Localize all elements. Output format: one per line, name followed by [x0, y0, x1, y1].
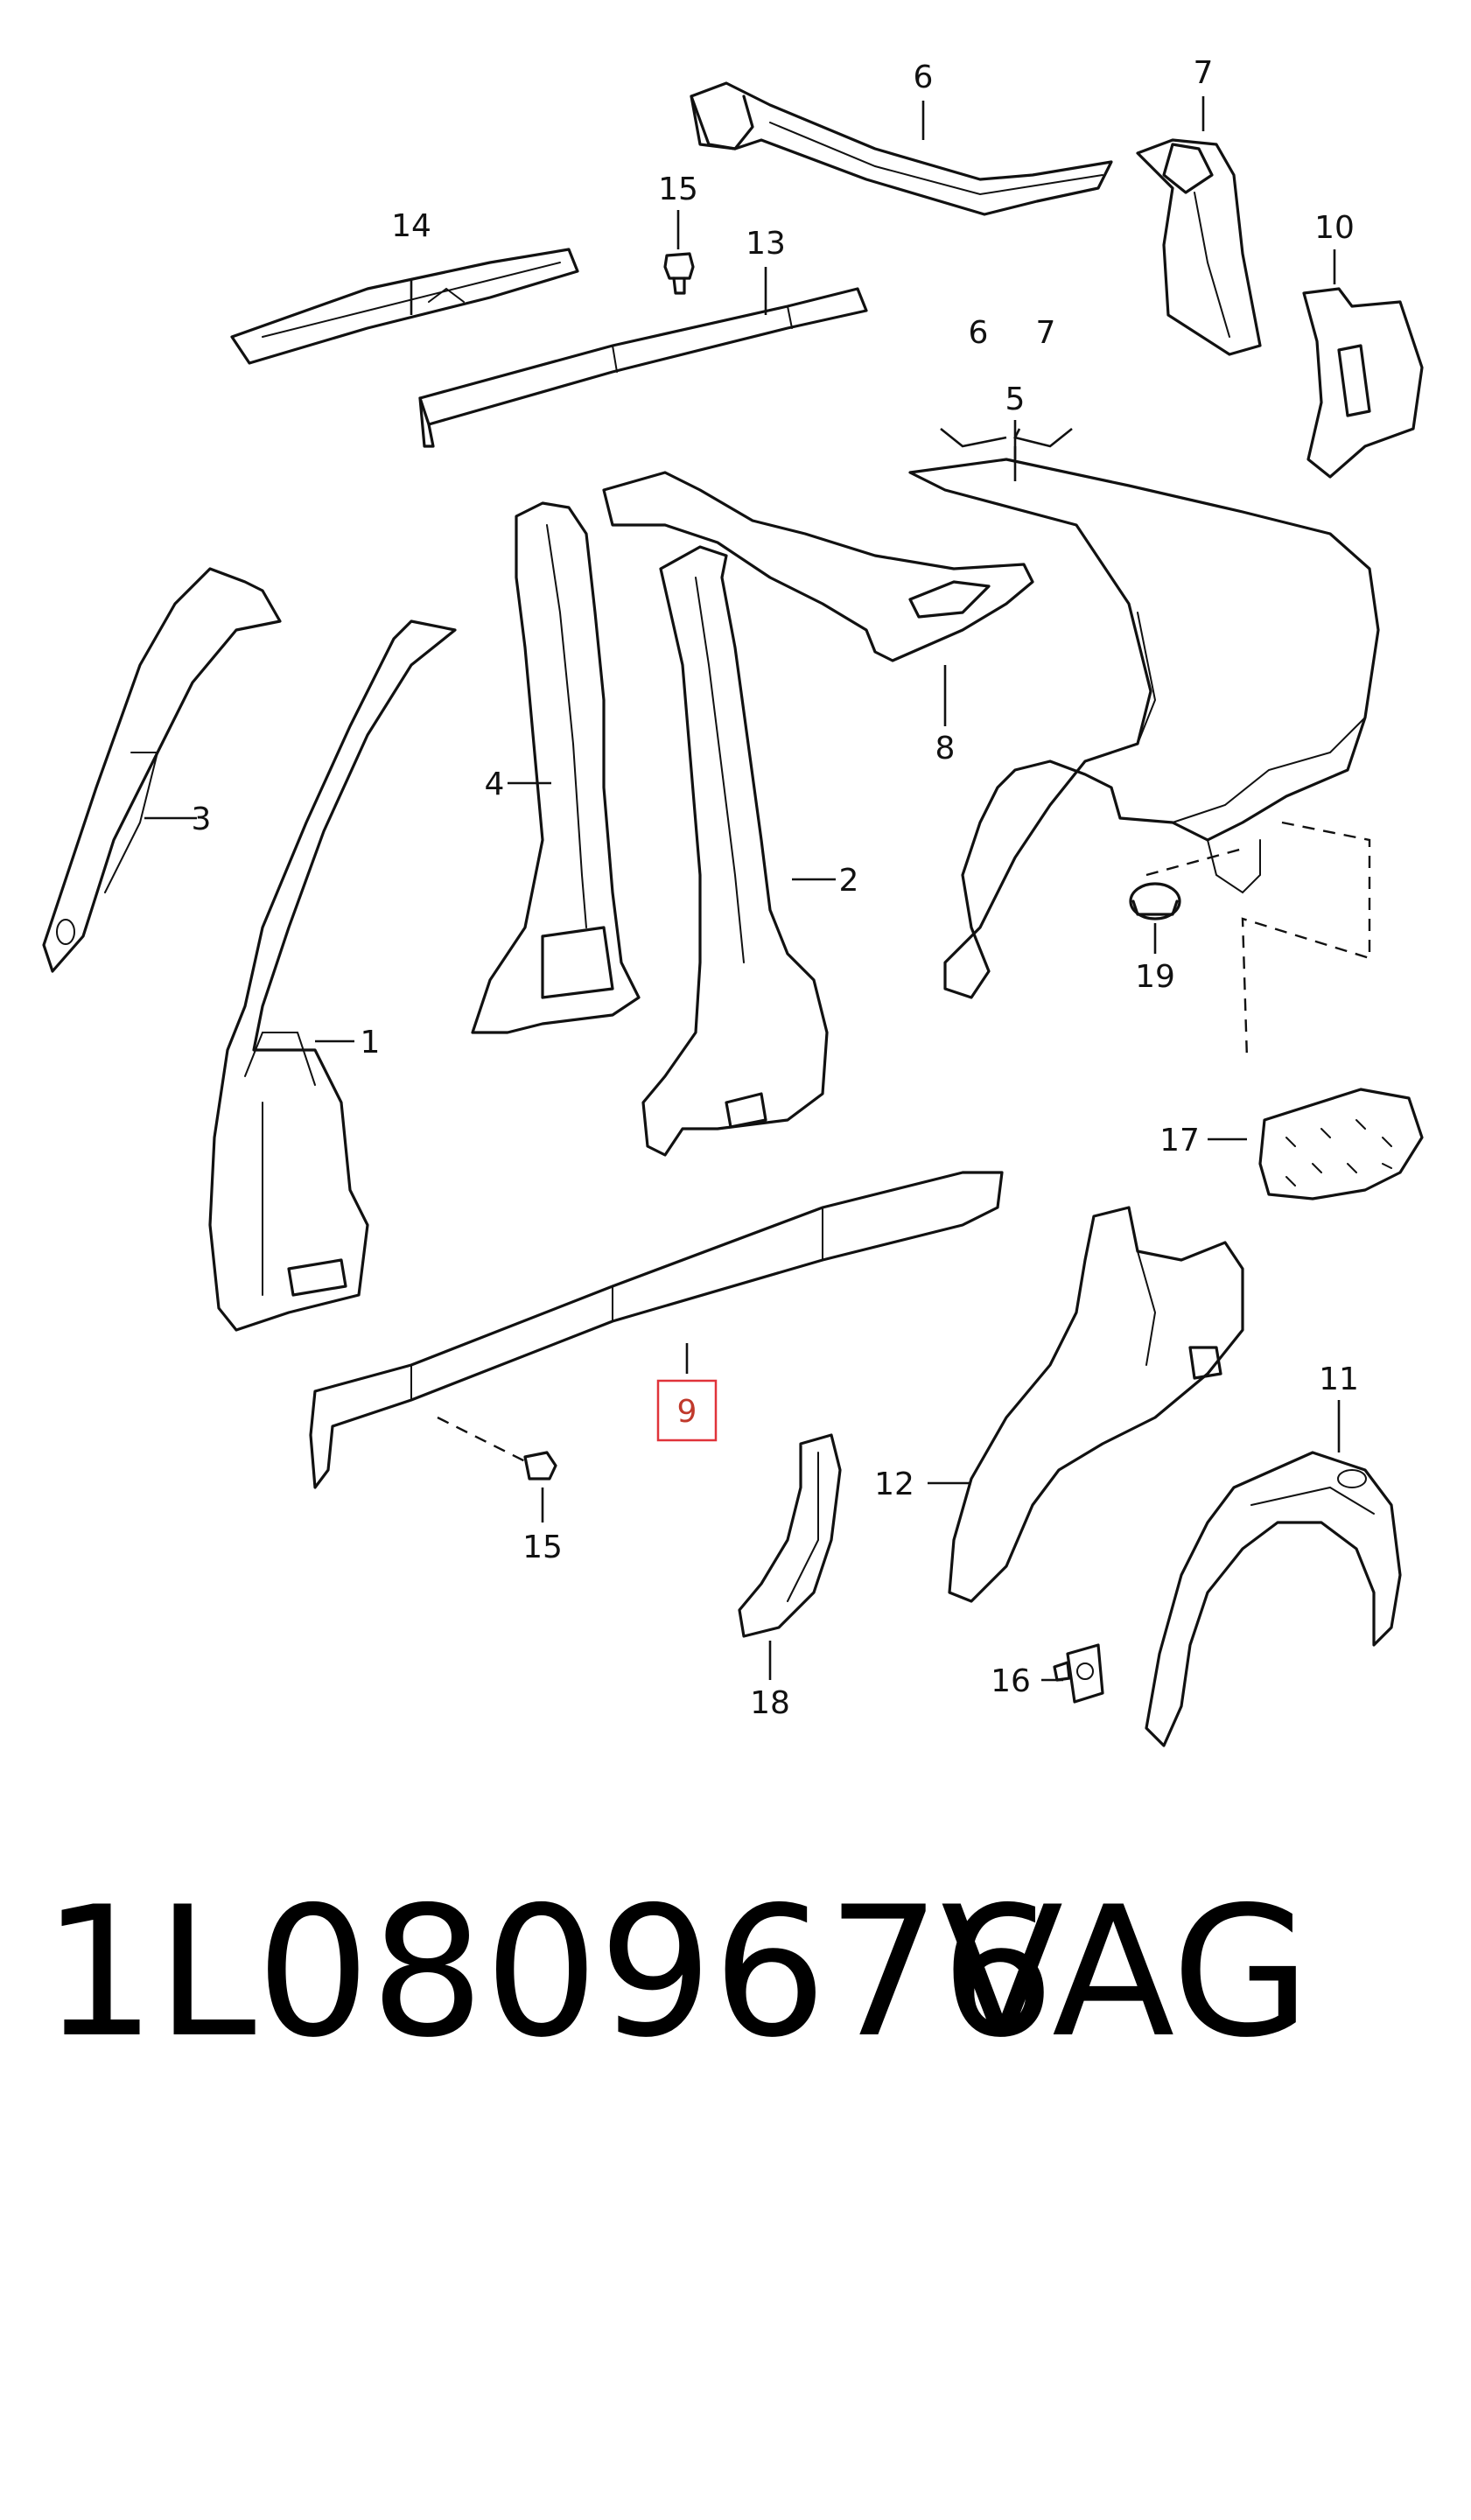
label-3: 3 [192, 802, 212, 837]
label-1: 1 [361, 1025, 381, 1060]
part-2-b-pillar-inner [641, 545, 829, 1157]
part-12-wheelhouse-outer [948, 1206, 1244, 1603]
highlight-box-9 [656, 1379, 718, 1442]
label-15-bottom: 15 [522, 1530, 563, 1565]
part-16-nut-plate [1053, 1643, 1104, 1704]
part-8-inner-panel [602, 471, 1034, 662]
label-17: 17 [1159, 1123, 1200, 1158]
label-8: 8 [935, 731, 956, 766]
label-10: 10 [1314, 210, 1355, 246]
label-6-top: 6 [914, 60, 934, 95]
footer: 1L0809676 VAG [0, 1864, 1471, 2082]
label-18: 18 [750, 1685, 790, 1721]
part-18-bracket [738, 1433, 842, 1638]
part-5-quarter-panel [908, 458, 1380, 1060]
label-2: 2 [839, 863, 859, 899]
label-19: 19 [1135, 959, 1175, 995]
label-5: 5 [1005, 382, 1026, 417]
part-7-c-pillar-upper [1136, 138, 1262, 356]
part-3-a-pillar-upper [42, 567, 282, 973]
part-15-clip-top [663, 252, 695, 295]
label-4: 4 [485, 766, 505, 802]
part-10-bracket [1302, 287, 1424, 479]
part-14-roof-cross-member [230, 248, 579, 365]
label-9-highlighted: 9 [677, 1394, 697, 1430]
part-1-a-pillar [208, 620, 457, 1332]
label-15-top: 15 [658, 172, 698, 207]
part-11-wheelhouse-inner [1145, 1451, 1402, 1747]
parts-diagram: 6 7 10 14 15 13 6 7 5 8 3 1 4 2 19 17 9 … [42, 55, 1424, 1747]
label-7-group: 7 [1036, 315, 1056, 351]
label-12: 12 [874, 1466, 914, 1502]
part-number: 1L0809676 [42, 1869, 1055, 2077]
label-16: 16 [991, 1663, 1031, 1699]
label-6-group: 6 [969, 315, 989, 351]
leader-lines [144, 96, 1341, 1682]
label-7-top: 7 [1194, 55, 1214, 91]
part-13-roof-bow [418, 287, 868, 448]
label-13: 13 [746, 226, 786, 262]
part-6-roof-rail [690, 81, 1113, 216]
callout-labels: 6 7 10 14 15 13 6 7 5 8 3 1 4 2 19 17 9 … [192, 55, 1359, 1721]
brand-name: VAG [941, 1869, 1311, 2077]
part-19-plug [1129, 882, 1181, 920]
part-9-sill-panel [309, 1171, 1004, 1489]
part-17-insulation-pad [1258, 1088, 1424, 1200]
part-4-b-pillar-outer [471, 501, 641, 1034]
label-11: 11 [1319, 1362, 1359, 1397]
label-14: 14 [391, 208, 431, 244]
